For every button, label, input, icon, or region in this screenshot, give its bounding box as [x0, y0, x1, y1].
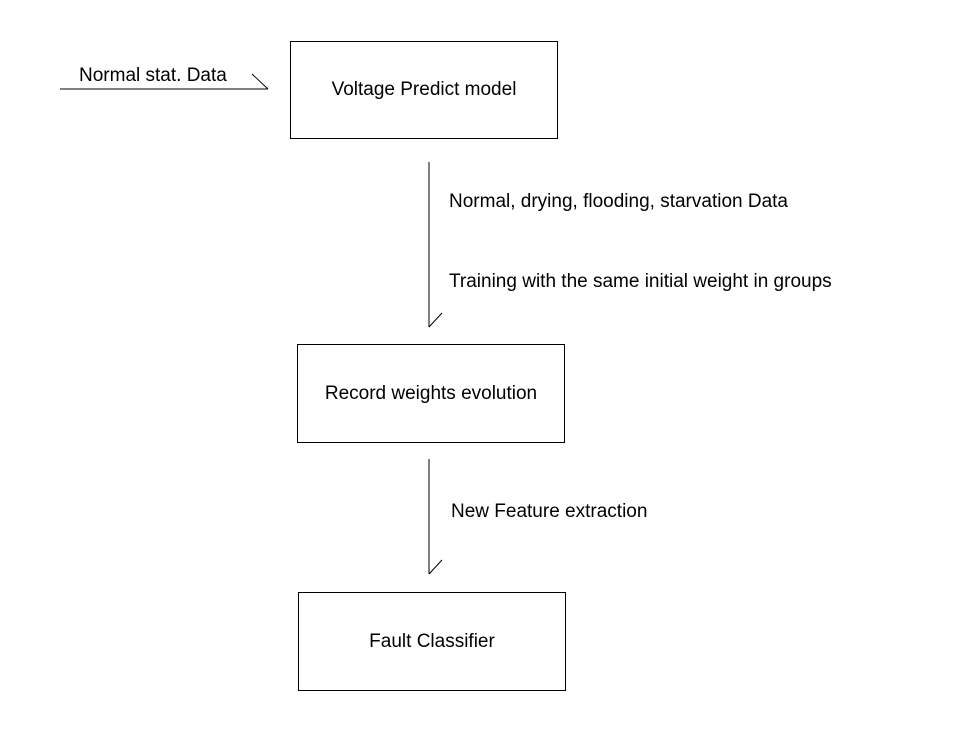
edge-1-label-data: Normal, drying, flooding, starvation Dat…: [449, 191, 788, 212]
node-label: Voltage Predict model: [331, 79, 517, 100]
node-label: Record weights evolution: [324, 382, 538, 404]
input-edge-label: Normal stat. Data: [79, 65, 227, 86]
arrow-2-head: [428, 559, 443, 575]
input-arrow-head: [251, 73, 269, 90]
node-label: Fault Classifier: [369, 630, 495, 652]
arrow-1-head: [428, 312, 443, 328]
node-voltage-predict-model: Voltage Predict model: [290, 41, 558, 139]
node-record-weights-evolution: Record weights evolution: [297, 344, 565, 443]
node-fault-classifier: Fault Classifier: [298, 592, 566, 691]
edge-1-label-training: Training with the same initial weight in…: [449, 271, 832, 292]
edge-2-label: New Feature extraction: [451, 501, 648, 522]
